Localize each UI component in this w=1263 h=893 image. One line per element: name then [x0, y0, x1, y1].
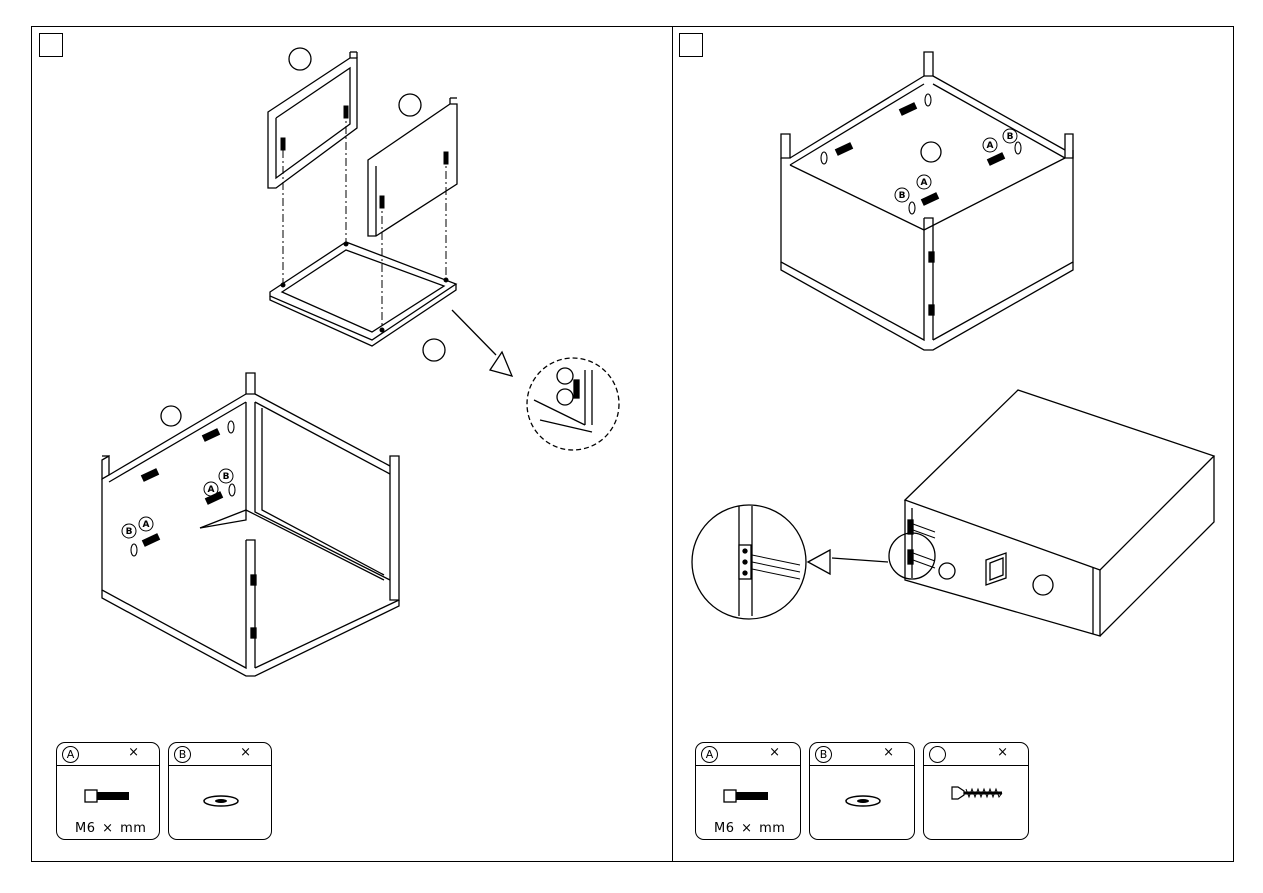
callout-a-4: A — [921, 178, 928, 188]
washer-icon — [169, 765, 273, 815]
callout-b-3: B — [1007, 132, 1014, 142]
callout-a-2: A — [143, 520, 150, 530]
hardware-box-b-right: B × — [809, 742, 915, 840]
hardware-spec: M6 × mm — [75, 821, 146, 836]
hardware-qty: × — [769, 745, 780, 760]
hardware-letter: B — [174, 746, 191, 763]
washer-icon — [810, 765, 916, 815]
callout-b-4: B — [899, 191, 906, 201]
hardware-box-c-right: × — [923, 742, 1029, 840]
hardware-letter — [929, 746, 946, 763]
drawer-assembly — [692, 390, 1214, 636]
bolt-icon — [696, 765, 802, 815]
hardware-qty: × — [883, 745, 894, 760]
hardware-box-b-left: B × — [168, 742, 272, 840]
hardware-box-a-left: A × M6 × mm — [56, 742, 160, 840]
hardware-qty: × — [240, 745, 251, 760]
callout-a-1: A — [208, 485, 215, 495]
assembled-box-right-top — [781, 52, 1073, 350]
hardware-qty: × — [997, 745, 1008, 760]
callout-b-1: B — [223, 472, 230, 482]
callout-letters — [122, 129, 1017, 538]
hardware-letter: B — [815, 746, 832, 763]
callout-b-2: B — [126, 527, 133, 537]
hardware-box-a-right: A × M6 × mm — [695, 742, 801, 840]
hardware-spec: M6 × mm — [714, 821, 785, 836]
exploded-view — [268, 48, 619, 450]
bolt-icon — [57, 765, 161, 815]
hardware-qty: × — [128, 745, 139, 760]
callout-a-3: A — [987, 141, 994, 151]
hardware-letter: A — [62, 746, 79, 763]
screw-icon — [924, 765, 1030, 815]
hardware-letter: A — [701, 746, 718, 763]
